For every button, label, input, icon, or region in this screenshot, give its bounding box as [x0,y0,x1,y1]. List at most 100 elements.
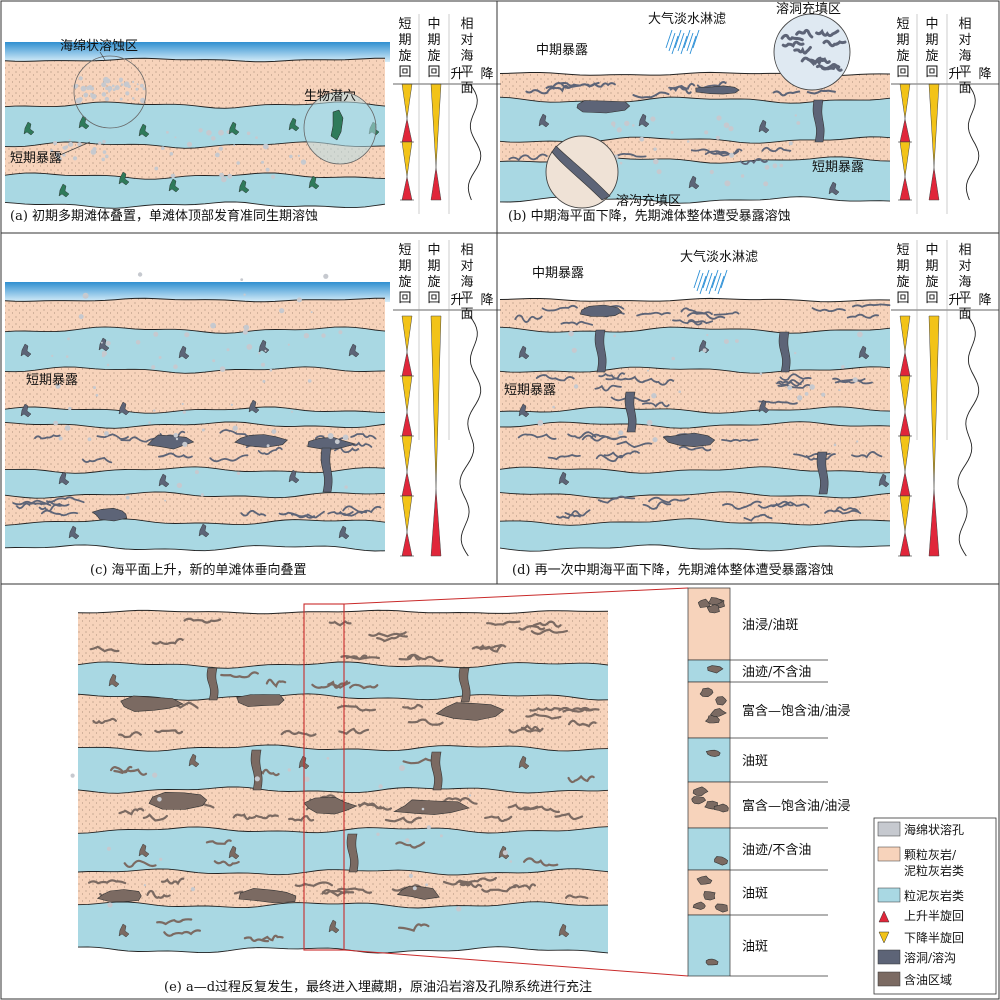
label-gully-fill: 溶沟充填区 [616,193,681,209]
karst-fragment [638,113,650,128]
sponge-pore [62,153,66,157]
bed-boundary [499,297,891,303]
sponge-pore [236,471,241,475]
mudstone-bed [78,744,608,794]
column-header-char: 海 [958,275,971,290]
bed-boundary [4,466,386,474]
sponge-pore [78,76,83,81]
sponge-pore [702,348,707,353]
karst-channel [257,446,283,456]
karst-channel [541,304,578,312]
karst-channel [632,91,670,99]
short-fall-triangle [401,315,413,353]
oil-channel [357,801,382,810]
bed-boundary [4,57,385,63]
label-mid-exposure-d: 中期暴露 [532,266,584,281]
karst-channel [636,311,671,317]
bed-boundary [499,366,891,374]
sponge-pore [57,156,62,161]
legend-label: 海绵状溶孔 [904,822,964,837]
sponge-pore [233,144,236,147]
karst-channel [535,374,575,382]
sponge-pore [77,142,82,147]
legend-swatch-sponge [877,821,901,837]
karst-fragment [828,181,840,196]
sponge-pore [266,444,270,448]
karst-cave [91,507,128,522]
sponge-pore [95,393,99,397]
mudstone-bed [5,406,385,429]
karst-fragment [68,525,80,540]
sponge-pore [153,331,159,337]
column-header-char: 旋 [427,275,440,290]
column-oil-patch [713,803,729,813]
oil-channel [564,894,589,900]
sponge-pore [787,385,793,391]
short-rise-triangle [401,351,413,377]
oil-channel [261,934,284,942]
sponge-pore [123,81,130,88]
sponge-pore [240,278,244,281]
mudstone-bed [78,826,608,875]
karst-cave [576,100,631,114]
sponge-pore [376,832,380,836]
sponge-pore [833,443,837,447]
oil-channel [384,816,422,824]
gully-fill [551,145,611,201]
column-header-char: 中 [427,243,440,258]
column-mudstone [687,914,731,977]
label-cave-fill: 溶洞充填区 [776,1,841,17]
short-fall-triangle [899,315,911,353]
burrow-mark [23,121,35,136]
karst-cave [307,437,357,450]
short-rise-triangle [401,471,413,497]
karst-fragment [878,473,890,488]
oil-channel [160,877,185,886]
oil-channel [507,803,539,811]
rain-line [680,35,688,55]
short-rise-triangle [401,531,413,557]
sponge-pore [723,122,730,128]
column-oil-patch [705,749,721,757]
sponge-pore [616,127,622,133]
karst-channel [327,510,354,516]
column-oil-patch [692,901,706,910]
bed-boundary [499,96,891,104]
oil-channel [512,883,536,891]
column-oil-patch [692,786,709,796]
sponge-pore [723,339,729,344]
bed-boundary [4,544,386,552]
column-oil-patch [714,903,728,913]
sponge-pore [788,141,793,146]
panel-e: 油浸/油斑油迹/不含油富含—饱含油/油浸油斑富含—饱含油/油浸油迹/不含油油斑油… [70,587,850,977]
column-header-char: 旋 [925,49,938,64]
oil-channel [243,936,270,943]
oil-grade-label: 油斑 [742,940,768,955]
legend-label: 上升半旋回 [904,909,964,923]
column-header-char: 短 [398,17,411,32]
sponge-pore [135,340,141,345]
sponge-pore [327,433,334,439]
sponge-pore [323,273,329,279]
karst-channel [642,501,672,510]
sponge-pore [794,114,797,117]
karst-channel [811,307,846,313]
sponge-pore [650,116,656,122]
rain-line [702,269,710,289]
label-burrow: 生物潜穴 [304,89,356,104]
mudstone-bed [500,466,890,499]
karst-channel [616,440,653,449]
oil-channel [151,637,184,645]
cave-fill-channel [793,46,812,55]
karst-channel [597,495,636,504]
sponge-pore [716,115,722,121]
column-header-char: 平 [958,65,971,80]
sponge-pore [105,78,111,84]
leader-line [99,51,106,61]
sponge-pore [852,377,858,383]
label-short-exposure-b: 短期暴露 [812,160,864,175]
mudstone-bed [500,97,890,144]
cave-fill-channel [781,40,805,48]
karst-channel [81,456,113,464]
label-meteoric-d: 大气淡水淋滤 [680,249,758,265]
